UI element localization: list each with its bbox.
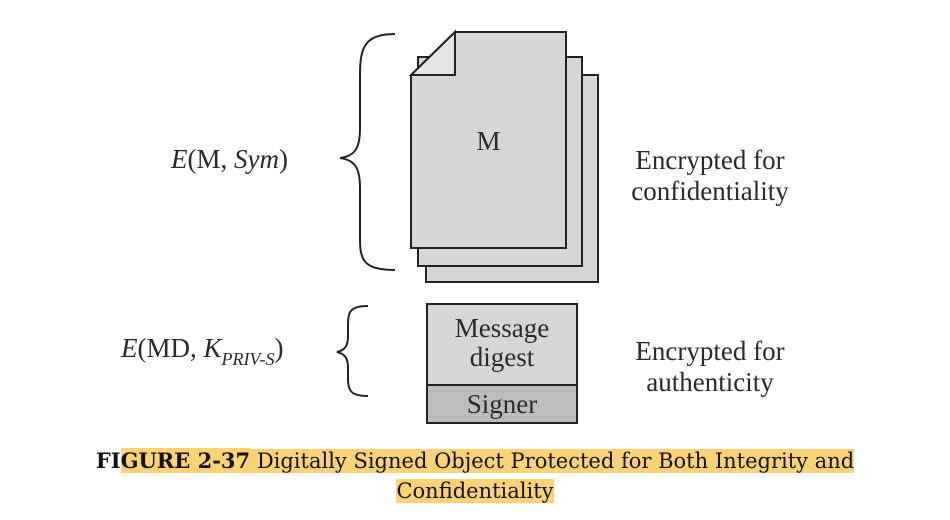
private-encryption-args: (MD,	[137, 333, 204, 363]
symmetric-encryption-args: (M,	[187, 144, 234, 174]
caption-text-1: Digitally Signed Object Protected for Bo…	[250, 449, 855, 473]
symmetric-encryption-close: )	[278, 144, 288, 174]
brace-small	[336, 305, 369, 397]
signer-box	[426, 384, 578, 424]
document-folded-corner	[408, 29, 456, 76]
authenticity-description: Encrypted for authenticity	[612, 336, 808, 398]
symmetric-key-name: Sym	[234, 144, 279, 174]
digest-box	[426, 303, 578, 424]
private-encryption-close: )	[274, 333, 284, 363]
caption-figure-number: GURE 2-37	[120, 448, 251, 473]
message-digest-label: Message digest	[427, 314, 577, 372]
signer-label: Signer	[466, 389, 538, 419]
message-digest-line-1: Message	[454, 313, 550, 343]
private-key-symbol: K	[203, 333, 222, 363]
confidentiality-description: Encrypted for confidentiality	[612, 145, 808, 207]
symmetric-encryption-label: E(M, Sym)	[171, 146, 288, 173]
document-stack	[408, 29, 599, 283]
private-key-encryption-label: E(MD, KPRIV-S)	[121, 333, 284, 369]
symmetric-encryption-func: E	[171, 144, 188, 174]
digest-box-top	[426, 303, 578, 386]
caption-line-2: Confidentiality	[0, 476, 950, 506]
private-encryption-func: E	[121, 333, 138, 363]
authenticity-line-1: Encrypted for	[635, 336, 785, 366]
authenticity-line-2: authenticity	[646, 367, 774, 397]
confidentiality-line-1: Encrypted for	[635, 145, 785, 175]
confidentiality-line-2: confidentiality	[631, 176, 789, 206]
message-digest-line-2: digest	[469, 342, 535, 372]
caption-line-1: FIGURE 2-37 Digitally Signed Object Prot…	[0, 446, 950, 476]
caption-text-2: Confidentiality	[396, 479, 554, 503]
private-key-subscript: PRIV-S	[221, 349, 275, 369]
caption-figure-prefix: FI	[95, 448, 121, 473]
brace-large	[339, 33, 396, 271]
document-label: M	[476, 126, 501, 156]
figure-caption: FIGURE 2-37 Digitally Signed Object Prot…	[0, 446, 950, 506]
